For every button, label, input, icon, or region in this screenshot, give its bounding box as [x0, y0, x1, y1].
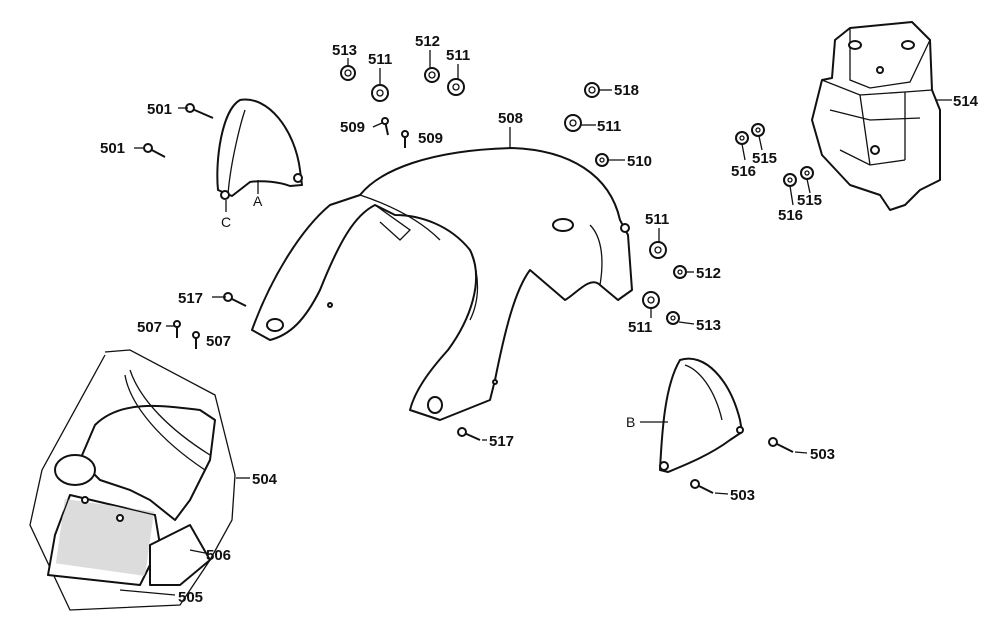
front-fender-508 [251, 147, 633, 421]
callout-501b: 501 [100, 140, 125, 157]
callout-517a: 517 [178, 290, 203, 307]
callout-503b: 503 [730, 487, 755, 504]
callout-508: 508 [498, 110, 523, 127]
callout-511e: 511 [628, 319, 652, 336]
callout-516a: 516 [731, 163, 756, 180]
callout-512b: 512 [696, 265, 721, 282]
callout-507b: 507 [206, 333, 231, 350]
license-plate-assembly-504 [29, 349, 236, 611]
letter-c: C [221, 214, 231, 230]
callout-501a: 501 [147, 101, 172, 118]
callout-511b: 511 [446, 47, 470, 64]
callout-507a: 507 [137, 319, 162, 336]
cover-b [659, 357, 744, 473]
callout-518: 518 [614, 82, 639, 99]
rear-guard-514 [811, 21, 941, 211]
callout-506: 506 [206, 547, 231, 564]
callout-511c: 511 [597, 118, 621, 135]
letter-b: B [626, 414, 635, 430]
callout-511a: 511 [368, 51, 392, 68]
callout-513b: 513 [696, 317, 721, 334]
callout-512a: 512 [415, 33, 440, 50]
callout-509a: 509 [340, 119, 365, 136]
callout-labels: 501 501 513 511 512 511 509 509 508 518 … [100, 33, 979, 606]
leader-lines [119, 50, 952, 596]
callout-503a: 503 [810, 446, 835, 463]
callout-515b: 515 [797, 192, 822, 209]
callout-504: 504 [252, 471, 278, 488]
callout-510: 510 [627, 153, 652, 170]
callout-505: 505 [178, 589, 203, 606]
letter-a: A [253, 193, 263, 209]
callout-511d: 511 [645, 211, 669, 228]
callout-516b: 516 [778, 207, 803, 224]
cover-left [216, 98, 303, 200]
hardware-parts [143, 65, 814, 494]
callout-517b: 517 [489, 433, 514, 450]
callout-513a: 513 [332, 42, 357, 59]
callout-509b: 509 [418, 130, 443, 147]
callout-514: 514 [953, 93, 979, 110]
callout-515a: 515 [752, 150, 777, 167]
